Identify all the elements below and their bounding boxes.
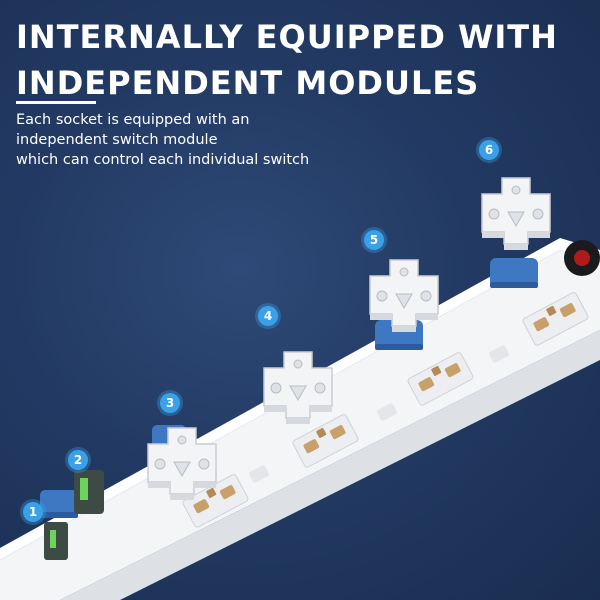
badge-6: 6 [476, 137, 502, 163]
description-line-3: which can control each individual switch [16, 152, 310, 168]
headline-line-2: INDEPENDENT MODULES [16, 64, 480, 102]
badge-2: 2 [65, 447, 91, 473]
badge-3: 3 [157, 390, 183, 416]
badge-1-label: 1 [29, 505, 37, 519]
strip-body [0, 250, 600, 600]
description-line-2: independent switch module [16, 132, 218, 148]
switch-module-1 [40, 490, 78, 518]
headline-line-1: INTERNALLY EQUIPPED WITH [16, 18, 558, 56]
badge-2-label: 2 [74, 453, 82, 467]
badge-3-label: 3 [166, 396, 174, 410]
power-switch [564, 240, 600, 276]
socket-module-6 [481, 177, 551, 251]
switch-module-6 [490, 258, 538, 288]
badge-6-label: 6 [485, 143, 493, 157]
description: Each socket is equipped with an independ… [16, 110, 309, 170]
headline: INTERNALLY EQUIPPED WITH INDEPENDENT MOD… [16, 14, 558, 106]
description-line-1: Each socket is equipped with an [16, 112, 250, 128]
strip-side [60, 330, 600, 600]
badge-4: 4 [255, 303, 281, 329]
switch-module-2 [44, 470, 104, 560]
badge-4-label: 4 [264, 309, 272, 323]
divider [16, 101, 96, 104]
badge-1: 1 [20, 499, 46, 525]
badge-5: 5 [361, 227, 387, 253]
badge-5-label: 5 [370, 233, 378, 247]
